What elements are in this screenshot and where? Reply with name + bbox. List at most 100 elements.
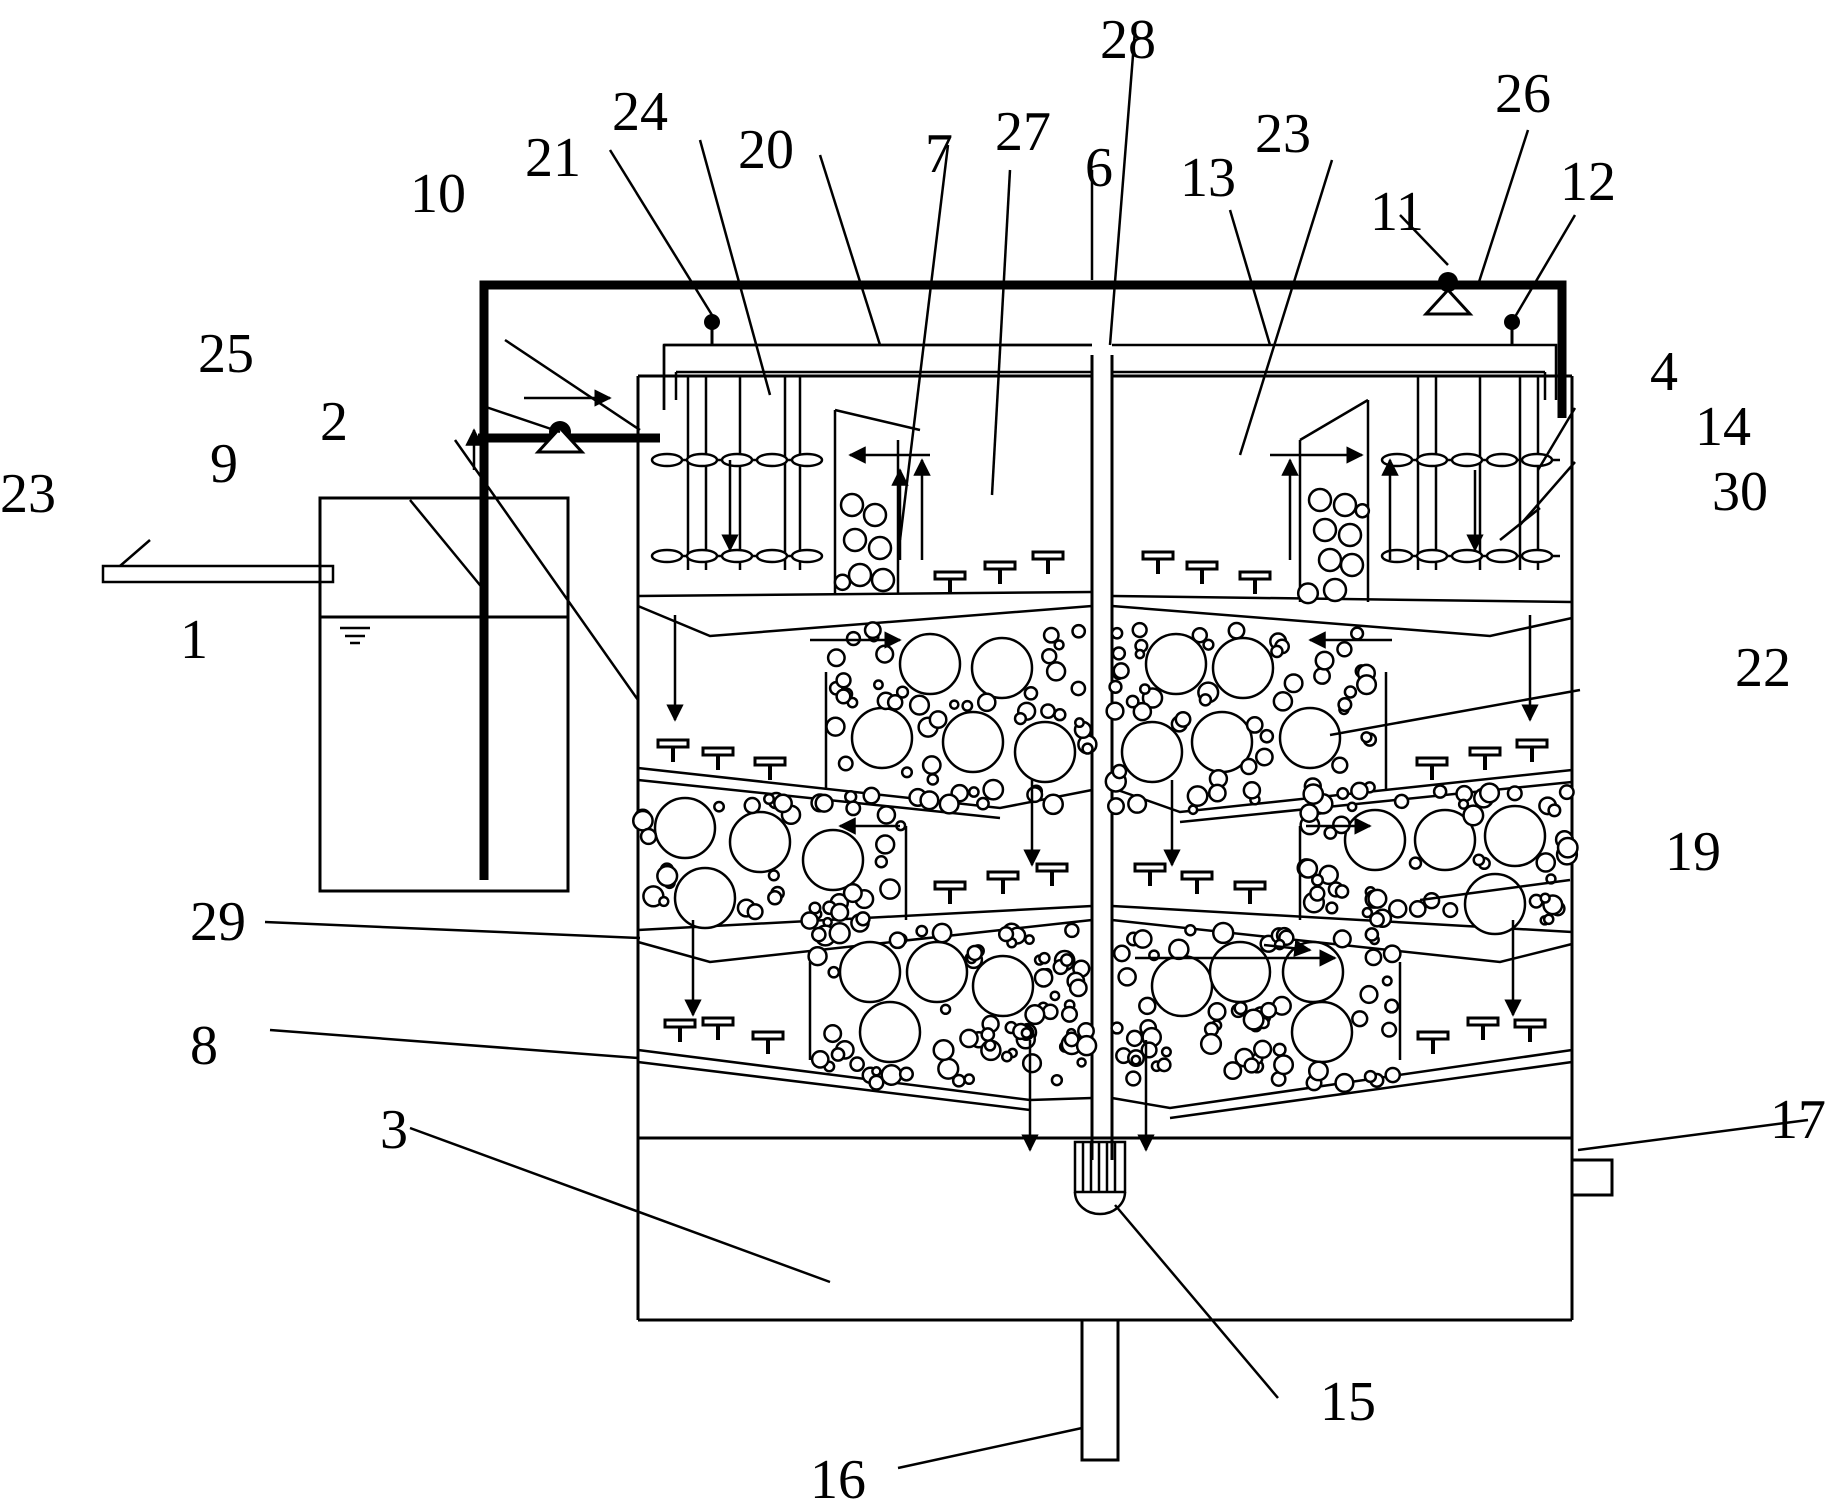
small-bubble xyxy=(871,1066,882,1077)
small-bubble xyxy=(835,672,852,689)
small-bubble xyxy=(1367,888,1388,909)
small-bubble xyxy=(1325,901,1339,915)
small-bubble xyxy=(1076,1057,1087,1068)
label-9: 9 xyxy=(210,433,238,495)
small-bubble xyxy=(1026,786,1044,804)
small-bubble xyxy=(814,793,834,813)
diffuser xyxy=(933,880,967,904)
small-bubble xyxy=(908,694,931,716)
carrier-ball xyxy=(905,940,969,1004)
small-bubble xyxy=(1381,975,1393,987)
small-bubble xyxy=(879,878,901,900)
membrane-disc xyxy=(685,452,719,468)
carrier-ball xyxy=(1413,808,1477,872)
carrier-ball xyxy=(858,1000,922,1064)
small-bubble xyxy=(1040,703,1056,720)
small-bubble xyxy=(1202,638,1215,651)
small-bubble xyxy=(1198,693,1213,707)
carrier-ball xyxy=(801,828,865,892)
small-bubble xyxy=(1212,921,1235,945)
small-bubble xyxy=(1111,646,1127,661)
diffuser xyxy=(983,560,1017,584)
carrier-ball xyxy=(1307,487,1333,513)
membrane-disc xyxy=(1380,548,1414,564)
small-bubble xyxy=(939,1003,952,1016)
small-bubble xyxy=(845,630,862,647)
label-16: 16 xyxy=(810,1449,866,1504)
small-bubble xyxy=(982,778,1005,801)
small-bubble xyxy=(849,1056,865,1073)
small-bubble xyxy=(1130,1054,1142,1066)
diffuser xyxy=(1035,862,1069,886)
small-bubble xyxy=(1259,728,1275,744)
small-bubble xyxy=(1337,696,1353,713)
carrier-ball xyxy=(971,954,1035,1018)
small-bubble xyxy=(1408,900,1427,918)
small-bubble xyxy=(823,1024,843,1044)
small-bubble xyxy=(1000,1050,1013,1063)
small-bubble xyxy=(1296,582,1320,605)
membrane-disc xyxy=(1485,452,1519,468)
small-bubble xyxy=(800,911,819,930)
plate-level-4-right xyxy=(1111,1048,1573,1110)
small-bubble xyxy=(1462,804,1485,827)
label-20: 20 xyxy=(738,119,794,181)
small-bubble xyxy=(1369,911,1385,928)
small-bubble xyxy=(1168,938,1190,961)
small-bubble xyxy=(1364,948,1383,967)
small-bubble xyxy=(1307,1060,1329,1082)
diffuser xyxy=(1141,550,1175,574)
diffuser xyxy=(1133,862,1167,886)
label-23-left: 23 xyxy=(0,463,56,525)
small-bubble xyxy=(1336,641,1353,658)
small-bubble xyxy=(876,805,897,825)
label-22: 22 xyxy=(1735,637,1791,699)
carrier-ball xyxy=(1343,808,1407,872)
carrier-ball xyxy=(839,492,865,518)
small-bubble xyxy=(1063,1031,1080,1048)
small-bubble xyxy=(1191,626,1209,644)
small-bubble xyxy=(1070,680,1087,697)
small-bubble xyxy=(1299,803,1320,823)
bubble-media xyxy=(631,487,1579,1094)
small-bubble xyxy=(1343,685,1358,699)
small-bubble xyxy=(1309,885,1326,902)
small-bubble xyxy=(1186,785,1209,808)
small-bubble xyxy=(1108,679,1123,694)
small-bubble xyxy=(1024,1004,1046,1026)
label-2: 2 xyxy=(320,391,348,453)
label-3: 3 xyxy=(380,1099,408,1161)
small-bubble xyxy=(1021,1053,1043,1074)
small-bubble xyxy=(826,648,846,668)
small-bubble xyxy=(1297,858,1319,879)
membrane-disc xyxy=(790,548,824,564)
inlet-pipe-23 xyxy=(101,564,335,584)
small-bubble xyxy=(713,800,726,813)
small-bubble xyxy=(963,1073,976,1086)
small-bubble xyxy=(948,699,960,710)
diffuser xyxy=(701,746,735,770)
carrier-ball xyxy=(1208,940,1272,1004)
small-bubble xyxy=(951,1073,966,1088)
small-bubble xyxy=(1187,804,1199,816)
small-bubble xyxy=(830,902,850,922)
membrane-disc xyxy=(755,452,789,468)
small-bubble xyxy=(1117,967,1137,987)
small-bubble xyxy=(961,699,974,712)
small-bubble xyxy=(1033,967,1054,988)
carrier-ball xyxy=(1150,954,1214,1018)
small-bubble xyxy=(1547,803,1562,818)
return-pipe-25 xyxy=(479,280,1567,500)
small-bubble xyxy=(658,895,670,908)
membrane-disc xyxy=(1450,548,1484,564)
small-bubble xyxy=(1393,793,1410,810)
diffuser xyxy=(1180,870,1214,894)
small-bubble xyxy=(928,710,948,730)
small-bubble xyxy=(959,1028,979,1049)
small-bubble xyxy=(746,903,764,921)
carrier-ball xyxy=(673,866,737,930)
diffuser xyxy=(933,570,967,594)
diffuser xyxy=(1513,1018,1547,1042)
carrier-ball xyxy=(1483,804,1547,868)
